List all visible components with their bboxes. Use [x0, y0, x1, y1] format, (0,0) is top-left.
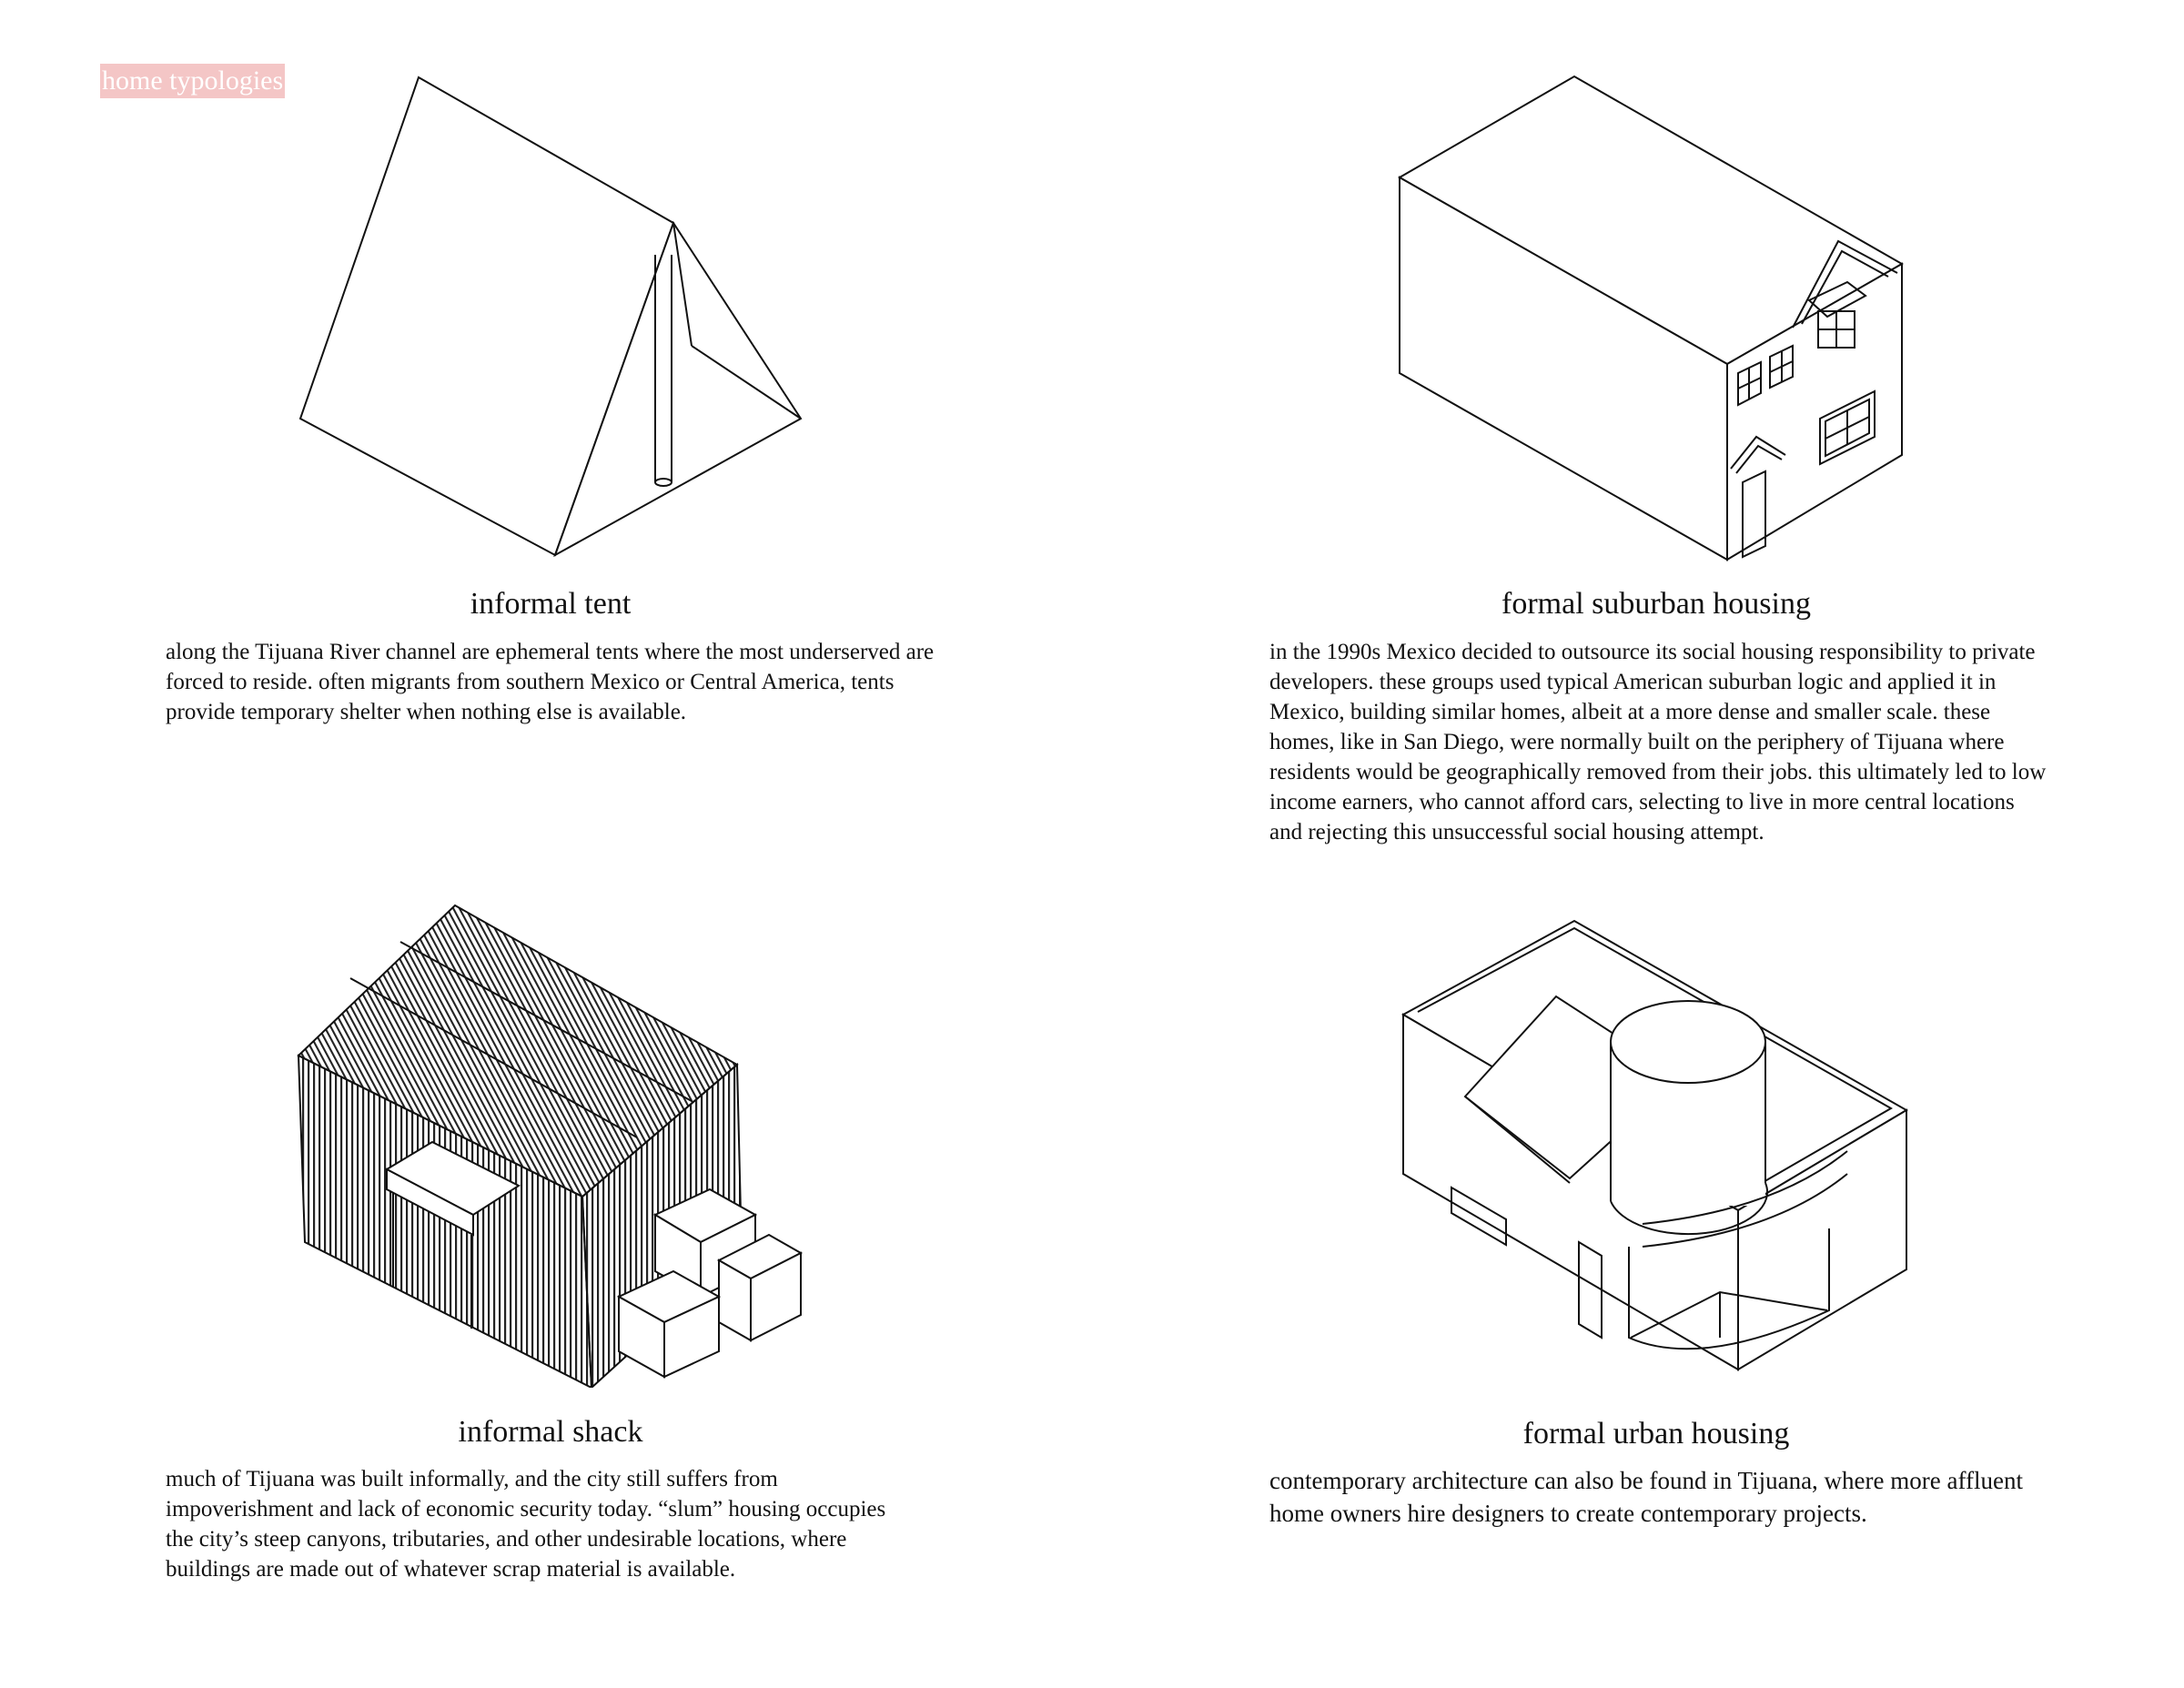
tent-title: informal tent [470, 587, 632, 621]
suburban-description: in the 1990s Mexico decided to outsource… [1269, 637, 2048, 847]
tent-description-text: along the Tijuana River channel are ephe… [166, 640, 935, 724]
suburban-description-text: in the 1990s Mexico decided to outsource… [1269, 640, 2047, 844]
urban-house-drawing [1392, 910, 1920, 1383]
tent-description: along the Tijuana River channel are ephe… [166, 637, 935, 727]
urban-description-text: contemporary architecture can also be fo… [1269, 1467, 2023, 1527]
tent-drawing [291, 73, 810, 564]
suburban-title: formal suburban housing [1502, 587, 1811, 621]
shack-drawing [291, 896, 810, 1388]
urban-title: formal urban housing [1522, 1417, 1790, 1450]
shack-title: informal shack [458, 1415, 643, 1449]
shack-description-text: much of Tijuana was built informally, an… [166, 1467, 886, 1582]
suburban-house-drawing [1392, 73, 1920, 564]
urban-description: contemporary architecture can also be fo… [1269, 1464, 2034, 1530]
shack-description: much of Tijuana was built informally, an… [166, 1464, 912, 1584]
section-tag: home typologies [100, 64, 286, 98]
